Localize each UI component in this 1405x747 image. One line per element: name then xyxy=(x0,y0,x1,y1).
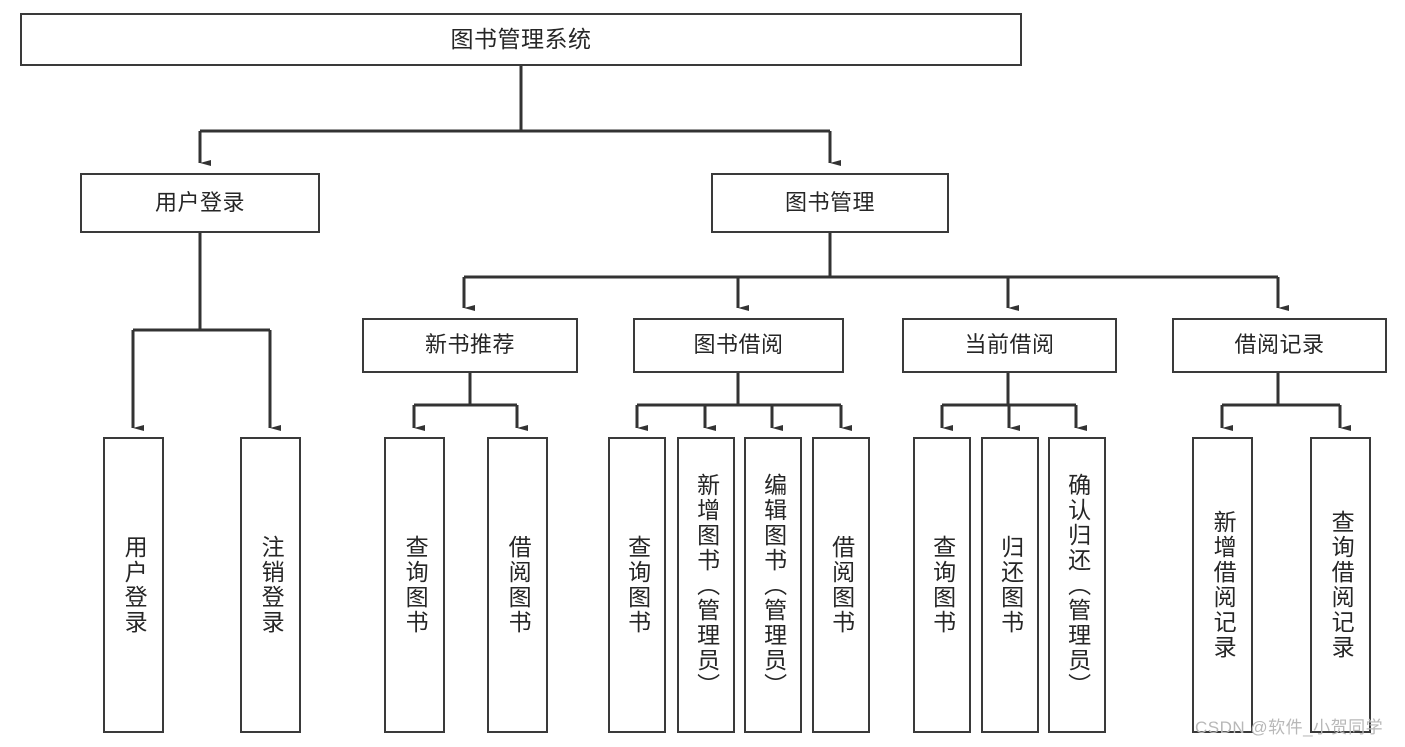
node-label: 借阅图书 xyxy=(828,535,855,635)
node-label: 查询图书 xyxy=(929,535,956,635)
node-label: 确认归还（管理员） xyxy=(1064,472,1091,698)
node-label: 新增图书（管理员） xyxy=(693,472,720,698)
node-label: 图书借阅 xyxy=(693,332,784,358)
node-label: 编辑图书（管理员） xyxy=(760,472,787,698)
node-root-system[interactable]: 图书管理系统 xyxy=(20,13,1022,66)
node-label: 借阅记录 xyxy=(1234,332,1325,358)
node-user-login[interactable]: 用户登录 xyxy=(80,173,320,233)
node-book-borrow[interactable]: 图书借阅 xyxy=(633,318,844,373)
node-leaf-add-record[interactable]: 新增借阅记录 xyxy=(1192,437,1253,733)
node-book-manage[interactable]: 图书管理 xyxy=(711,173,949,233)
node-label: 用户登录 xyxy=(121,535,148,635)
node-label: 注销登录 xyxy=(258,535,285,635)
node-leaf-confirm-return[interactable]: 确认归还（管理员） xyxy=(1048,437,1106,733)
csdn-watermark: CSDN @软件_小贺同学 xyxy=(1195,718,1384,737)
node-label: 查询图书 xyxy=(402,535,429,635)
node-label: 新书推荐 xyxy=(424,332,515,358)
node-label: 图书管理 xyxy=(784,189,875,215)
node-label: 查询图书 xyxy=(624,535,651,635)
node-leaf-add-book[interactable]: 新增图书（管理员） xyxy=(677,437,735,733)
node-leaf-query-book-1[interactable]: 查询图书 xyxy=(384,437,445,733)
node-label: 新增借阅记录 xyxy=(1210,510,1237,660)
node-leaf-edit-book[interactable]: 编辑图书（管理员） xyxy=(744,437,802,733)
node-label: 当前借阅 xyxy=(964,332,1055,358)
node-leaf-borrow-book-2[interactable]: 借阅图书 xyxy=(812,437,870,733)
node-leaf-query-book-3[interactable]: 查询图书 xyxy=(913,437,971,733)
node-leaf-borrow-book-1[interactable]: 借阅图书 xyxy=(487,437,548,733)
node-leaf-logout[interactable]: 注销登录 xyxy=(240,437,301,733)
node-new-book-recommend[interactable]: 新书推荐 xyxy=(362,318,578,373)
node-label: 归还图书 xyxy=(997,535,1024,635)
node-label: 用户登录 xyxy=(154,189,245,215)
node-label: 查询借阅记录 xyxy=(1328,510,1355,660)
node-leaf-query-record[interactable]: 查询借阅记录 xyxy=(1310,437,1371,733)
node-leaf-return-book[interactable]: 归还图书 xyxy=(981,437,1039,733)
node-label: 借阅图书 xyxy=(505,535,532,635)
node-leaf-user-login[interactable]: 用户登录 xyxy=(103,437,164,733)
node-borrow-record[interactable]: 借阅记录 xyxy=(1172,318,1387,373)
node-current-borrow[interactable]: 当前借阅 xyxy=(902,318,1117,373)
node-label: 图书管理系统 xyxy=(450,25,592,52)
node-leaf-query-book-2[interactable]: 查询图书 xyxy=(608,437,666,733)
